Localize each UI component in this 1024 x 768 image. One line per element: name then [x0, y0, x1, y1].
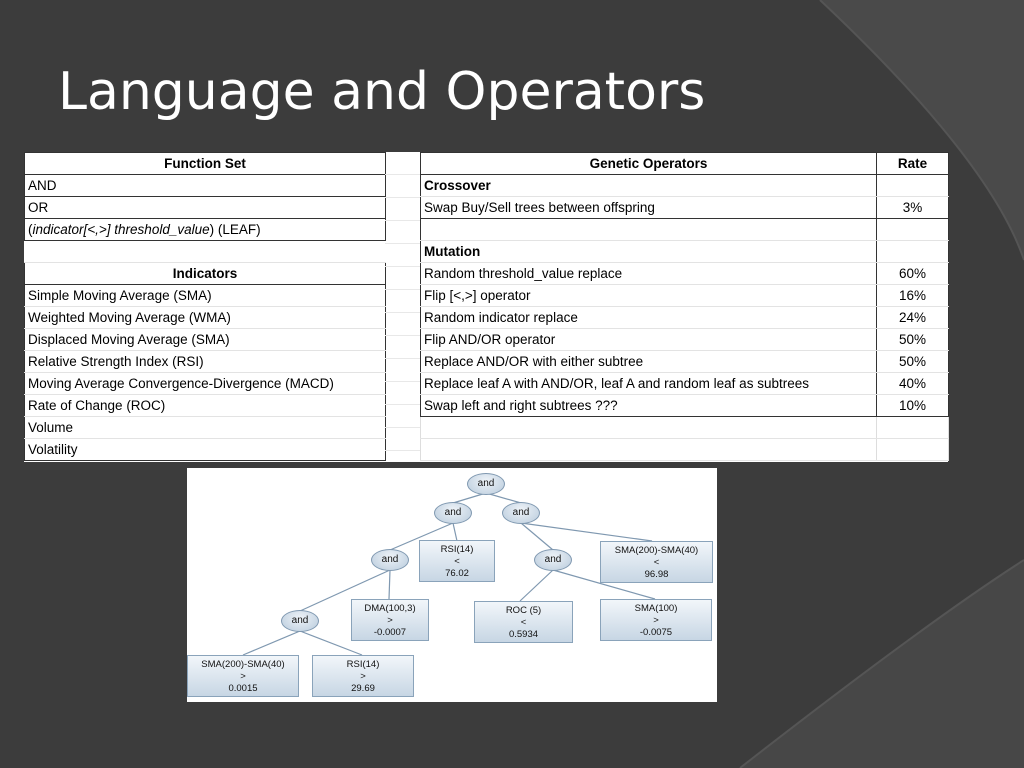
indicator-row: Simple Moving Average (SMA) — [24, 284, 386, 307]
operator-row: Replace leaf A with AND/OR, leaf A and r… — [420, 372, 877, 395]
genetic-operators-header: Genetic Operators — [420, 152, 877, 175]
rate-header: Rate — [876, 152, 949, 175]
leaf-node: SMA(100) > -0.0075 — [600, 599, 712, 641]
and-node: and — [467, 473, 505, 495]
and-node: and — [434, 502, 472, 524]
spacer-column — [385, 152, 420, 474]
rate-cell: 3% — [876, 196, 949, 219]
indicator-row: Displaced Moving Average (SMA) — [24, 328, 386, 351]
indicators-header: Indicators — [24, 262, 386, 285]
leaf-node: ROC (5) < 0.5934 — [474, 601, 573, 643]
mutation-label: Mutation — [420, 240, 877, 263]
rate-cell: 10% — [876, 394, 949, 417]
and-node: and — [534, 549, 572, 571]
rate-cell: 24% — [876, 306, 949, 329]
indicator-row: Relative Strength Index (RSI) — [24, 350, 386, 373]
operator-row: Swap left and right subtrees ??? — [420, 394, 877, 417]
function-and: AND — [24, 174, 386, 197]
genetic-operators-table: Genetic Operators Rate Crossover Swap Bu… — [420, 152, 949, 461]
and-node: and — [281, 610, 319, 632]
function-set-header: Function Set — [24, 152, 386, 175]
leaf-node: RSI(14) > 29.69 — [312, 655, 414, 697]
operator-row: Flip [<,>] operator — [420, 284, 877, 307]
tree-edges — [242, 492, 656, 656]
indicator-row: Volume — [24, 416, 386, 439]
rate-cell: 16% — [876, 284, 949, 307]
leaf-node: DMA(100,3) > -0.0007 — [351, 599, 429, 641]
operator-row: Flip AND/OR operator — [420, 328, 877, 351]
function-set-table: Function Set AND OR (indicator[<,>] thre… — [24, 152, 386, 461]
operator-row: Random threshold_value replace — [420, 262, 877, 285]
function-or: OR — [24, 196, 386, 219]
indicator-row: Volatility — [24, 438, 386, 461]
crossover-label: Crossover — [420, 174, 877, 197]
blank-row — [24, 240, 386, 263]
function-leaf-italic: indicator[<,>] threshold_value — [32, 222, 210, 237]
and-node: and — [371, 549, 409, 571]
function-leaf: (indicator[<,>] threshold_value) (LEAF) — [24, 218, 386, 241]
rate-cell: 60% — [876, 262, 949, 285]
and-node: and — [502, 502, 540, 524]
indicator-row: Rate of Change (ROC) — [24, 394, 386, 417]
operator-row: Replace AND/OR with either subtree — [420, 350, 877, 373]
rate-cell: 40% — [876, 372, 949, 395]
indicator-row: Moving Average Convergence-Divergence (M… — [24, 372, 386, 395]
leaf-node: SMA(200)-SMA(40) > 0.0015 — [187, 655, 299, 697]
leaf-node: SMA(200)-SMA(40) < 96.98 — [600, 541, 713, 583]
operator-row: Random indicator replace — [420, 306, 877, 329]
operator-row: Swap Buy/Sell trees between offspring — [420, 196, 877, 219]
spreadsheet-image: Function Set AND OR (indicator[<,>] thre… — [24, 152, 949, 474]
leaf-node: RSI(14) < 76.02 — [419, 540, 495, 582]
rule-tree-diagram: and and and and and and RSI(14) < 76.02 … — [187, 468, 717, 702]
slide-title: Language and Operators — [58, 62, 706, 122]
rate-cell: 50% — [876, 328, 949, 351]
indicator-row: Weighted Moving Average (WMA) — [24, 306, 386, 329]
rate-cell: 50% — [876, 350, 949, 373]
